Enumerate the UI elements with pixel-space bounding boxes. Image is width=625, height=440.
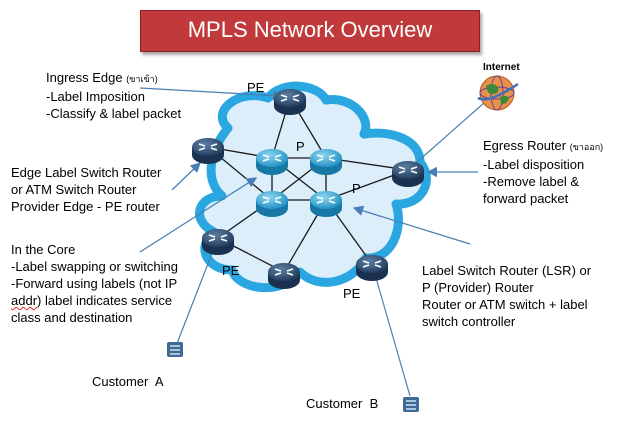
ingress-annotation: Ingress Edge (ขาเข้า) -Label Imposition … xyxy=(46,69,181,122)
ingress-line-2: -Classify & label packet xyxy=(46,106,182,121)
core-line-4: class and destination xyxy=(11,310,133,325)
router-label-pe-top: PE xyxy=(247,80,265,95)
ingress-heading: Ingress Edge (ขาเข้า) xyxy=(46,69,181,88)
lsr-line-4: switch controller xyxy=(422,314,516,329)
core-line-3: addr) label indicates service xyxy=(11,292,178,309)
lsr-annotation: Label Switch Router (LSR) or P (Provider… xyxy=(422,262,591,330)
core-line-2: -Forward using labels (not IP xyxy=(11,276,178,291)
lsr-line-2: P (Provider) Router xyxy=(422,280,534,295)
pe-router-lower-right-icon xyxy=(356,255,388,281)
lsr-line-1: Label Switch Router (LSR) or xyxy=(422,263,592,278)
core-line-1: -Label swapping or switching xyxy=(11,259,178,274)
pe-router-top-icon xyxy=(274,89,306,115)
title-banner: MPLS Network Overview xyxy=(140,10,480,52)
customer-a-label: Customer A xyxy=(92,374,164,389)
p-router-1-icon xyxy=(256,149,288,175)
core-line-3-word: addr xyxy=(11,293,38,308)
router-label-pe-left: PE xyxy=(222,263,240,278)
core-annotation: In the Core -Label swapping or switching… xyxy=(11,241,178,326)
mpls-cloud xyxy=(195,81,431,292)
ingress-heading-thai: (ขาเข้า) xyxy=(126,74,158,84)
customer-b-label: Customer B xyxy=(306,396,379,411)
egress-line-1: -Label disposition xyxy=(483,157,585,172)
pe-router-bottom-icon xyxy=(268,263,300,289)
router-label-p-mid: P xyxy=(352,181,361,196)
edge-lsr-line-2: or ATM Switch Router xyxy=(11,182,137,197)
egress-line-2: -Remove label & xyxy=(483,174,580,189)
egress-line-3: forward packet xyxy=(483,191,569,206)
core-line-3-rest: ) label indicates service xyxy=(37,293,173,308)
access-links xyxy=(175,94,494,397)
router-label-pe-bottom: PE xyxy=(343,286,361,301)
internet-label: Internet xyxy=(483,62,520,73)
p-router-4-icon xyxy=(310,191,342,217)
internet-globe-icon xyxy=(477,75,519,111)
egress-annotation: Egress Router (ขาออก) -Label disposition… xyxy=(483,137,603,207)
pe-router-right-icon xyxy=(392,161,424,187)
pe-router-left-icon xyxy=(192,138,224,164)
router-label-p-top: P xyxy=(296,139,305,154)
edge-lsr-line-1: Edge Label Switch Router xyxy=(11,165,162,180)
lsr-line-3: Router or ATM switch + label xyxy=(422,297,588,312)
customer-b-device-icon xyxy=(403,397,419,412)
p-router-2-icon xyxy=(310,149,342,175)
callout-arrows xyxy=(139,87,478,253)
egress-heading: Egress Router (ขาออก) xyxy=(483,137,603,156)
pe-router-lower-left-icon xyxy=(202,229,234,255)
ingress-line-1: -Label Imposition xyxy=(46,89,145,104)
ingress-heading-text: Ingress Edge xyxy=(46,70,123,85)
customer-a-device-icon xyxy=(167,342,183,357)
core-heading: In the Core xyxy=(11,242,76,257)
edge-lsr-annotation: Edge Label Switch Router or ATM Switch R… xyxy=(11,164,161,215)
edge-lsr-line-3: Provider Edge - PE router xyxy=(11,199,160,214)
page-title: MPLS Network Overview xyxy=(187,17,433,42)
egress-heading-thai: (ขาออก) xyxy=(569,142,604,152)
egress-heading-text: Egress Router xyxy=(483,138,567,153)
p-router-3-icon xyxy=(256,191,288,217)
